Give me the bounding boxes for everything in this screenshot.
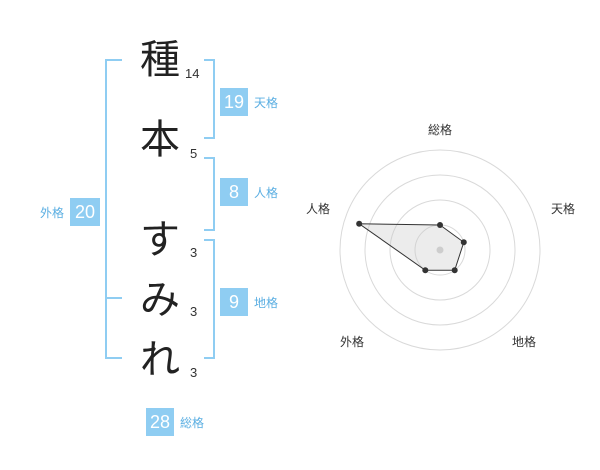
soukaku-value: 28 xyxy=(146,408,174,436)
radar-point-2 xyxy=(460,239,467,246)
name-char-4: み xyxy=(140,277,180,323)
radar-axis-label-5: 人格 xyxy=(306,202,331,216)
radar-ring-3 xyxy=(364,174,516,326)
stroke-count-5: 3 xyxy=(190,365,198,380)
name-char-2: 本 xyxy=(140,117,180,163)
name-char-5: れ xyxy=(140,337,180,383)
bracket-gaikaku xyxy=(105,59,122,359)
bracket-chikaku xyxy=(204,239,215,359)
stroke-count-2: 5 xyxy=(190,146,198,161)
radar-axis-label-3: 地格 xyxy=(512,335,537,349)
tenkaku-label: 天格 xyxy=(254,96,279,110)
chikaku-label: 地格 xyxy=(254,296,279,310)
chikaku-value: 9 xyxy=(220,288,248,316)
gaikaku-label: 外格 xyxy=(40,206,65,220)
gaikaku-value: 20 xyxy=(70,198,100,226)
radar-axis-label-1: 総格 xyxy=(428,123,453,137)
radar-point-4 xyxy=(422,267,429,274)
tenkaku-value: 19 xyxy=(220,88,248,116)
radar-series-area xyxy=(357,223,465,271)
jinkaku-value: 8 xyxy=(220,178,248,206)
radar-ring-2 xyxy=(389,199,491,301)
radar-axis-label-2: 天格 xyxy=(551,202,576,216)
radar-point-1 xyxy=(437,222,443,228)
stroke-count-4: 3 xyxy=(190,304,198,319)
soukaku-label: 総格 xyxy=(180,416,205,430)
jinkaku-label: 人格 xyxy=(254,186,279,200)
radar-ring-4 xyxy=(339,149,541,351)
radar-center xyxy=(436,246,444,254)
radar-point-3 xyxy=(451,267,458,274)
bracket-tenkaku xyxy=(204,59,215,139)
bracket-jinkaku xyxy=(204,157,215,231)
radar-axis-label-4: 外格 xyxy=(340,335,365,349)
name-char-1: 種 xyxy=(140,37,180,83)
stroke-count-1: 14 xyxy=(185,66,200,81)
stroke-count-3: 3 xyxy=(190,245,198,260)
radar-point-5 xyxy=(356,220,363,227)
name-char-3: す xyxy=(140,217,180,263)
